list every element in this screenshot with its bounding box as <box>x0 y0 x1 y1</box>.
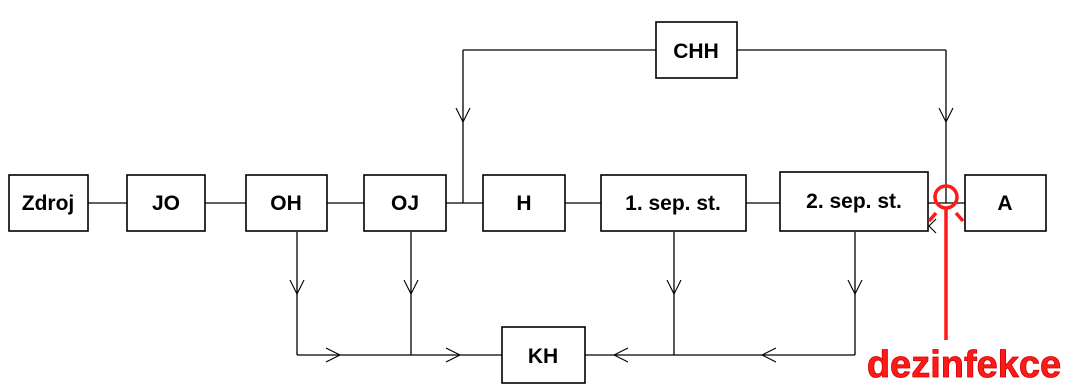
node-sep1: 1. sep. st. <box>600 174 747 232</box>
arrow-into-sep2 <box>928 218 937 234</box>
node-h: H <box>482 174 566 232</box>
svg-text:1. sep. st.: 1. sep. st. <box>625 192 721 215</box>
svg-text:H: H <box>516 192 531 215</box>
node-zdroj: Zdroj <box>8 174 89 232</box>
arrow-left-kh-1 <box>612 347 629 363</box>
svg-text:2. sep. st.: 2. sep. st. <box>806 190 902 213</box>
arrowheads <box>289 107 954 363</box>
svg-text:JO: JO <box>152 192 180 215</box>
node-sep2: 2. sep. st. <box>779 171 929 232</box>
svg-text:Zdroj: Zdroj <box>22 192 75 215</box>
disinfection-label: dezinfekce <box>867 344 1061 386</box>
arrow-right-kh-1 <box>325 347 342 363</box>
svg-text:OH: OH <box>270 192 302 215</box>
svg-text:CHH: CHH <box>673 40 719 63</box>
arrow-down-sep2 <box>847 279 863 296</box>
svg-text:KH: KH <box>528 345 558 368</box>
arrow-down-oh <box>289 279 305 296</box>
node-jo: JO <box>126 174 206 232</box>
disinfection-marker: dezinfekce <box>866 184 1062 386</box>
arrow-left-kh-2 <box>760 347 777 363</box>
arrow-down-sep1 <box>666 279 682 296</box>
arrow-down-chh-left <box>455 107 471 124</box>
arrow-right-kh-2 <box>445 347 462 363</box>
node-chh: CHH <box>655 21 738 79</box>
arrow-down-oj <box>403 279 419 296</box>
arrow-down-chh-right <box>938 107 954 124</box>
node-oj: OJ <box>363 174 447 232</box>
node-a: A <box>964 174 1047 232</box>
node-oh: OH <box>245 174 328 232</box>
node-kh: KH <box>501 326 586 384</box>
svg-text:A: A <box>997 192 1012 215</box>
svg-text:OJ: OJ <box>391 192 419 215</box>
